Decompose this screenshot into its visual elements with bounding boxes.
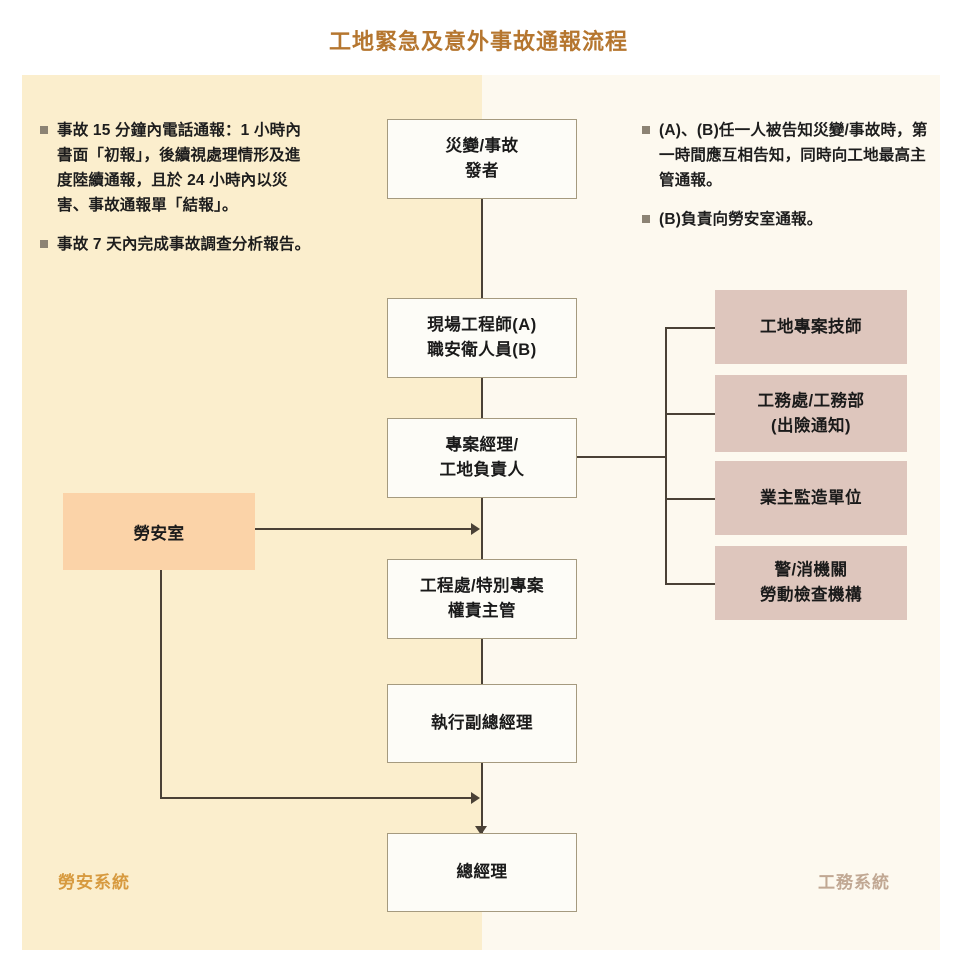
flow-box-project-manager-site-chief[interactable]: 專案經理/ 工地負責人 (387, 418, 577, 498)
flow-box-engineering-office-insurance[interactable]: 工務處/工務部 (出險通知) (715, 375, 907, 452)
connector-manager-to-supervisor (481, 497, 483, 559)
flow-box-owner-supervision-unit[interactable]: 業主監造單位 (715, 461, 907, 535)
branch-to-owner-unit (665, 498, 715, 500)
note-item: 事故 15 分鐘內電話通報：1 小時內書面「初報」，後續視處理情形及進度陸續通報… (40, 118, 315, 218)
connector-safety-office-to-main (255, 528, 477, 530)
flow-box-site-engineer-safety-officer[interactable]: 現場工程師(A) 職安衛人員(B) (387, 298, 577, 378)
connector-reporter-to-engineer (481, 198, 483, 300)
note-text: (A)、(B)任一人被告知災變/事故時，第一時間應互相告知，同時向工地最高主管通… (659, 122, 928, 190)
flow-box-line: 工地專案技師 (760, 317, 862, 336)
flow-box-line: 勞動檢查機構 (760, 586, 862, 604)
flow-box-site-project-technician[interactable]: 工地專案技師 (715, 290, 907, 364)
notes-right: (A)、(B)任一人被告知災變/事故時，第一時間應互相告知，同時向工地最高主管通… (642, 118, 932, 246)
page-title: 工地緊急及意外事故通報流程 (328, 29, 628, 54)
flow-box-line: 工程處/特別專案 (419, 577, 545, 596)
note-text: 事故 15 分鐘內電話通報：1 小時內書面「初報」，後續視處理情形及進度陸續通報… (57, 122, 302, 215)
flow-box-safety-office[interactable]: 勞安室 (63, 493, 255, 570)
flow-box-line: 現場工程師(A) (427, 316, 537, 335)
bullet-square-icon (642, 126, 650, 134)
connector-engineer-to-manager (481, 377, 483, 419)
notes-left: 事故 15 分鐘內電話通報：1 小時內書面「初報」，後續視處理情形及進度陸續通報… (40, 118, 315, 272)
note-item: 事故 7 天內完成事故調查分析報告。 (40, 232, 315, 257)
branch-bus-vertical (665, 327, 667, 584)
flow-box-line: 警/消機關 (774, 561, 848, 580)
branch-to-engineering-office (665, 413, 715, 415)
flow-box-engineering-dept-supervisor[interactable]: 工程處/特別專案 權責主管 (387, 559, 577, 639)
flow-box-line: 發者 (465, 162, 499, 180)
flow-box-executive-vice-president[interactable]: 執行副總經理 (387, 684, 577, 763)
arrowhead-safety-office-to-gm (471, 792, 480, 804)
system-label-safety: 勞安系統 (58, 873, 130, 892)
arrowhead-safety-office-to-main (471, 523, 480, 535)
note-item: (B)負責向勞安室通報。 (642, 207, 932, 232)
bullet-square-icon (40, 126, 48, 134)
branch-to-technician (665, 327, 715, 329)
note-item: (A)、(B)任一人被告知災變/事故時，第一時間應互相告知，同時向工地最高主管通… (642, 118, 932, 193)
flow-box-line: 勞安室 (133, 524, 185, 543)
flow-box-police-fire-labor-inspection[interactable]: 警/消機關 勞動檢查機構 (715, 546, 907, 620)
flow-box-line: 災變/事故 (445, 137, 519, 156)
connector-safety-office-to-gm-line (160, 797, 477, 799)
bullet-square-icon (40, 240, 48, 249)
flow-box-line: 執行副總經理 (431, 714, 533, 733)
flow-box-line: 總經理 (456, 863, 508, 882)
branch-to-police-fire (665, 583, 715, 585)
flow-box-line: 職安衛人員(B) (427, 341, 537, 359)
flow-box-line: 工務處/工務部 (757, 391, 865, 410)
flow-box-general-manager[interactable]: 總經理 (387, 833, 577, 912)
flow-box-line: (出險通知) (771, 416, 851, 435)
connector-manager-to-bus (577, 456, 667, 458)
flow-box-incident-reporter[interactable]: 災變/事故 發者 (387, 119, 577, 199)
arrowhead-into-general-manager (475, 826, 487, 835)
flow-box-line: 業主監造單位 (760, 488, 862, 507)
note-text: 事故 7 天內完成事故調查分析報告。 (57, 236, 311, 254)
connector-evp-to-gm (481, 762, 483, 834)
connector-supervisor-to-evp (481, 638, 483, 686)
bullet-square-icon (642, 215, 650, 224)
system-label-engineering: 工務系統 (818, 873, 890, 892)
flow-box-line: 工地負責人 (439, 461, 525, 479)
flow-box-line: 專案經理/ (445, 436, 519, 455)
flow-box-line: 權責主管 (448, 602, 516, 620)
note-text: (B)負責向勞安室通報。 (659, 211, 823, 229)
connector-safety-office-down (160, 570, 162, 798)
